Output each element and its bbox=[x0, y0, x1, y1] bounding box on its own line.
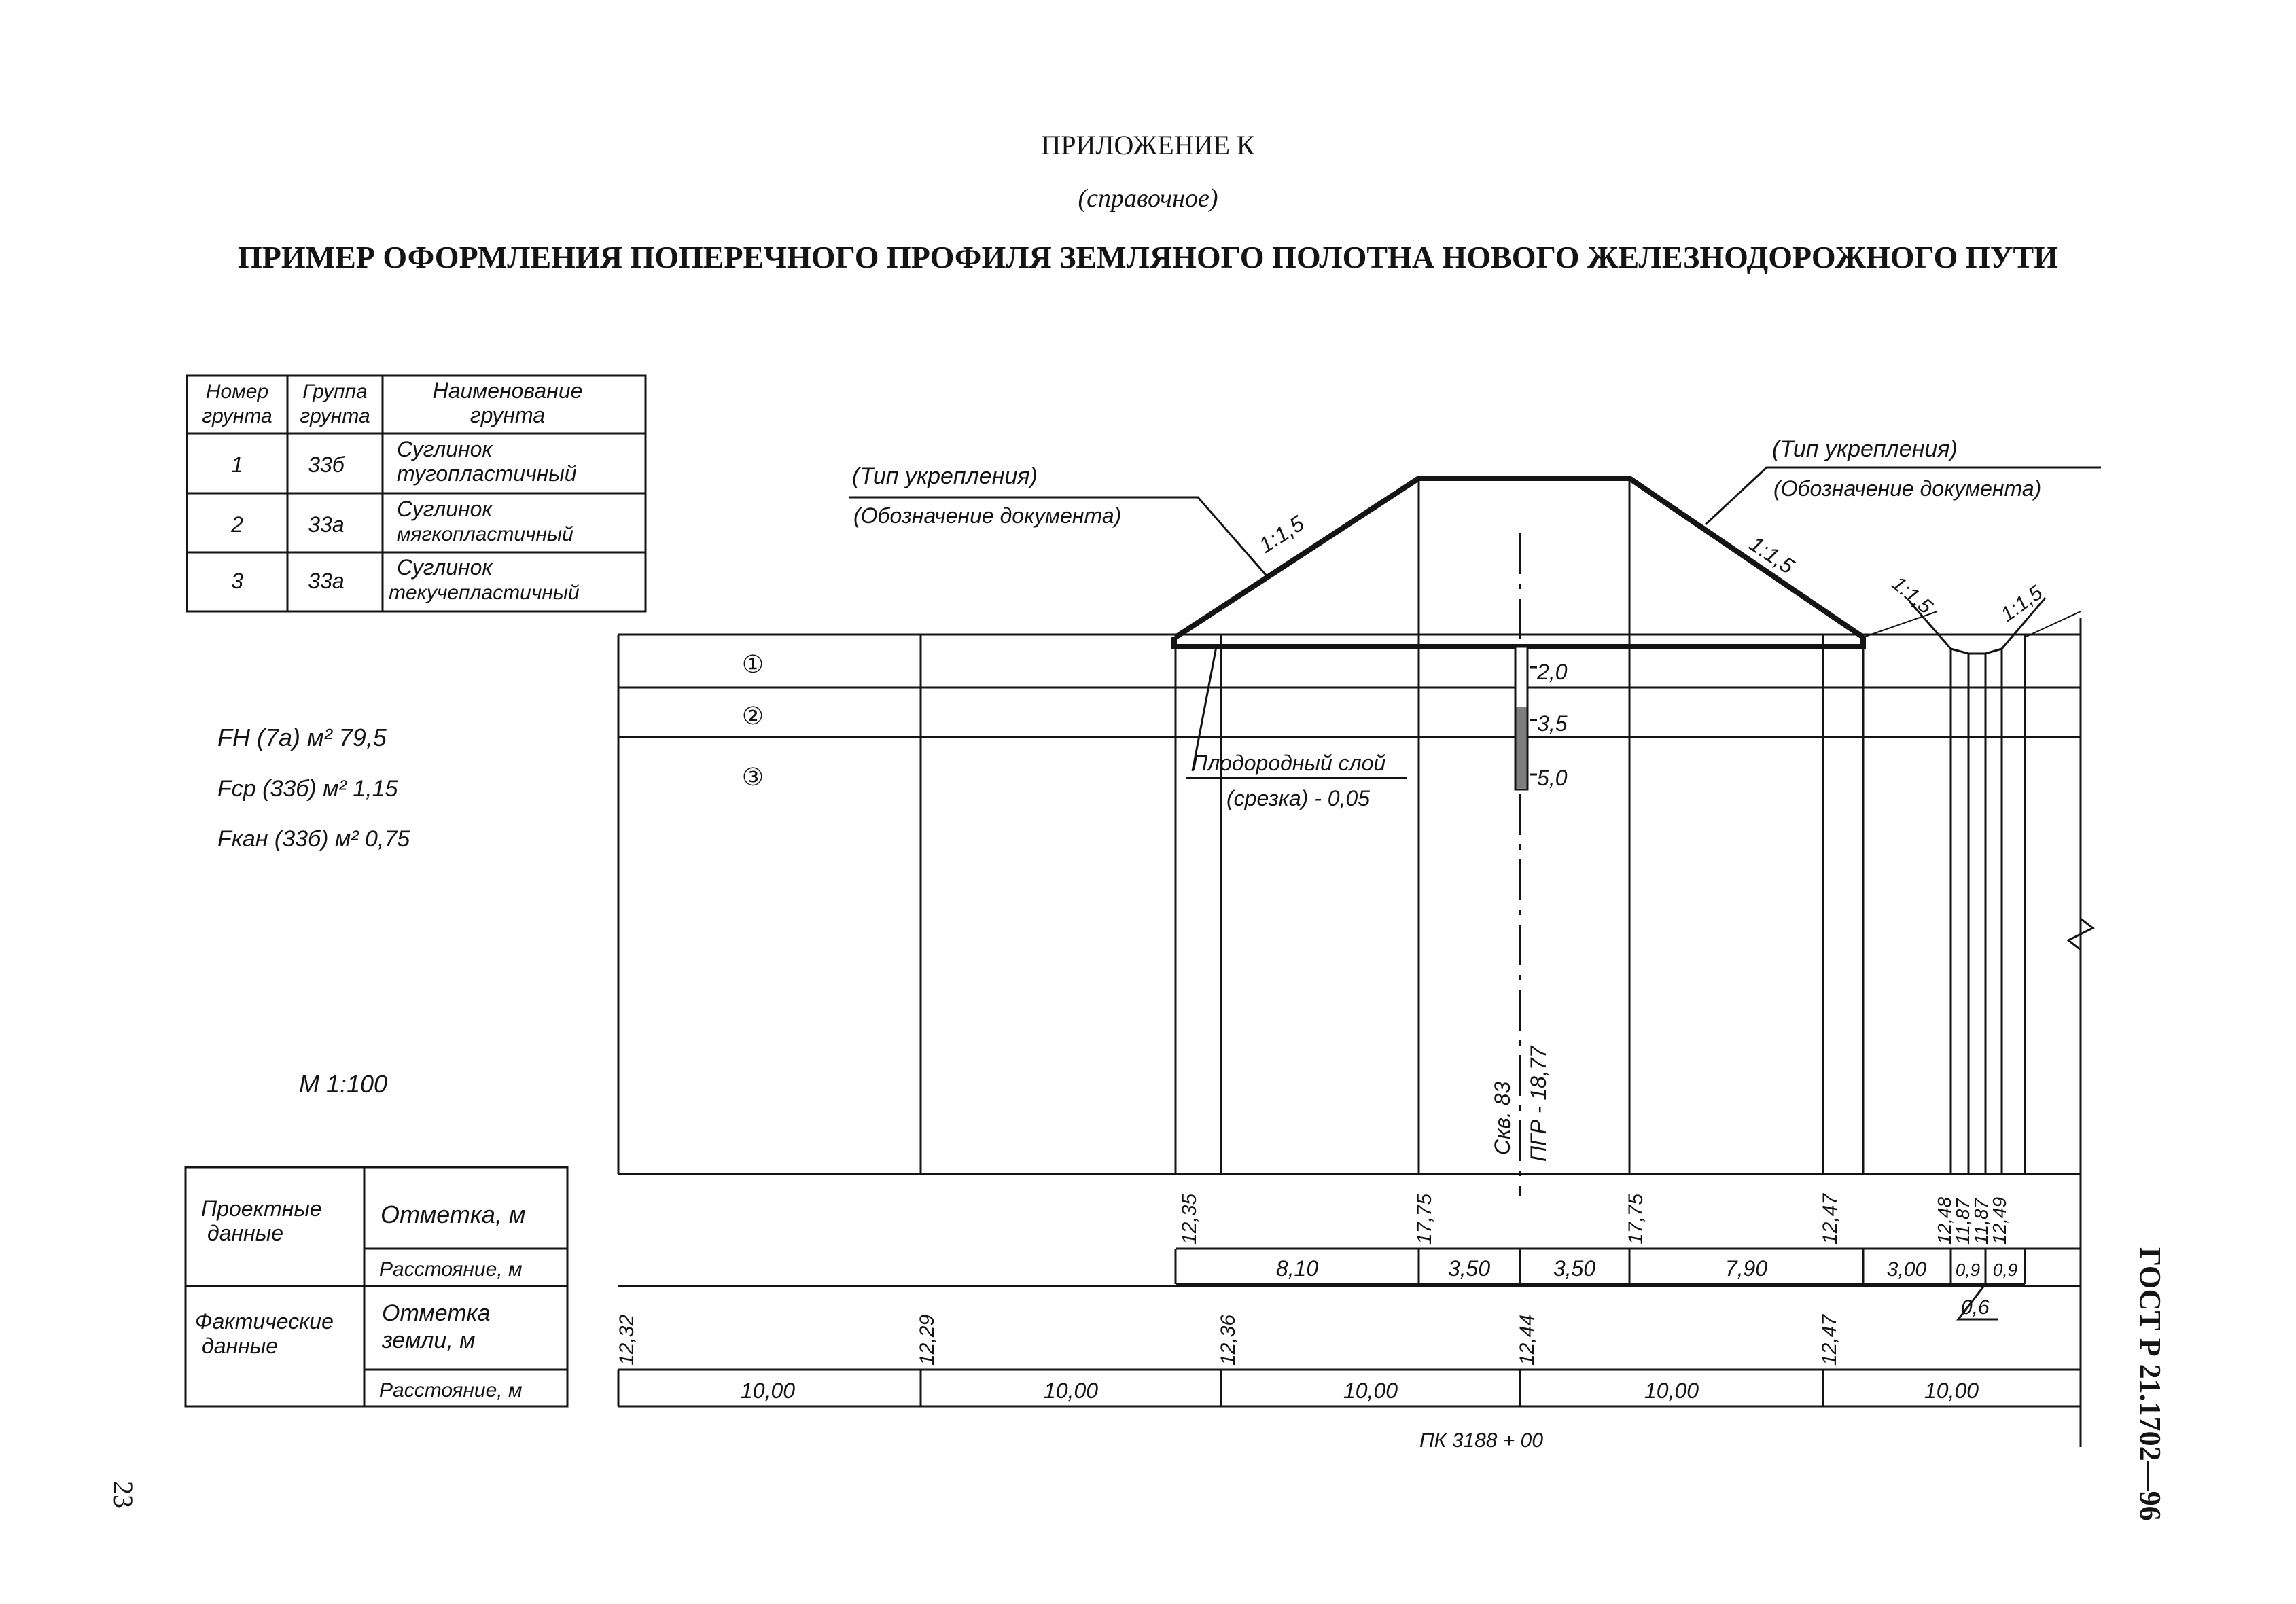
soil-row-group: 33б bbox=[308, 452, 345, 477]
design-mark: 17,75 bbox=[1413, 1194, 1436, 1245]
design-mark: 17,75 bbox=[1625, 1194, 1647, 1245]
design-distance: 0,9 bbox=[1956, 1260, 1980, 1280]
soil-row-name: Суглинок bbox=[397, 497, 493, 521]
soil-layer-marker: ① bbox=[742, 651, 764, 678]
ground-mark: 12,36 bbox=[1217, 1315, 1239, 1366]
design-distance: 3,50 bbox=[1553, 1256, 1595, 1281]
actual-data-label: Фактические bbox=[195, 1309, 334, 1334]
ditch-width-leader bbox=[1956, 1283, 1998, 1321]
soil-layer-marker: ③ bbox=[742, 764, 764, 791]
area-fertile-cut: Fср (33б) м² 1,15 bbox=[217, 776, 398, 802]
appendix-reference: (справочное) bbox=[1078, 184, 1218, 213]
design-mark: 11,87 bbox=[1952, 1198, 1973, 1245]
design-distance: 8,10 bbox=[1276, 1256, 1318, 1281]
fertile-layer-label: Плодородный слой bbox=[1192, 751, 1385, 775]
design-mark: 12,35 bbox=[1178, 1194, 1201, 1245]
actual-distance: 10,00 bbox=[1044, 1378, 1098, 1403]
break-mark bbox=[2066, 917, 2095, 951]
soil-row-name: Суглинок bbox=[397, 437, 493, 461]
soil-row-number: 2 bbox=[230, 512, 243, 537]
soil-row-group: 33а bbox=[308, 569, 344, 593]
soil-row-number: 1 bbox=[231, 452, 243, 477]
soil-row-group: 33а bbox=[308, 512, 344, 537]
design-distance-label: Расстояние, м bbox=[379, 1258, 523, 1281]
ground-mark: 12,29 bbox=[916, 1315, 938, 1366]
borehole-label: Скв. 83 bbox=[1490, 1082, 1515, 1156]
ground-mark: 12,47 bbox=[1818, 1314, 1841, 1366]
design-mark: 12,49 bbox=[1989, 1197, 2010, 1245]
soil-table: Номер грунта Группа грунта Наименование … bbox=[186, 374, 647, 613]
ground-mark: 12,44 bbox=[1516, 1315, 1538, 1366]
layer-depth: 2,0 bbox=[1536, 660, 1568, 684]
design-data-label: Проектные bbox=[201, 1196, 322, 1221]
design-mark: 12,48 bbox=[1934, 1197, 1955, 1245]
soil-layer-marker: ② bbox=[742, 702, 764, 730]
ditch-slope-ratio: 1:1,5 bbox=[1888, 572, 1937, 618]
design-data-label: данные bbox=[207, 1221, 283, 1245]
borehole: 2,0 3,5 5,0 Скв. 83 ПГР - 18,77 bbox=[1490, 645, 1568, 1162]
embankment-outline bbox=[1173, 476, 1865, 640]
header-group: грунта bbox=[300, 405, 370, 427]
design-distance: 3,00 bbox=[1887, 1258, 1927, 1281]
embankment bbox=[1171, 476, 2081, 655]
drawing-scale: М 1:100 bbox=[299, 1070, 387, 1098]
actual-data-label: данные bbox=[202, 1334, 278, 1358]
design-distance: 0,9 bbox=[1993, 1260, 2017, 1280]
ditch-slope-ratio: 1:1,5 bbox=[1997, 582, 2047, 626]
ground-mark-label: земли, м bbox=[381, 1327, 476, 1353]
slope-protection-doc: (Обозначение документа) bbox=[853, 503, 1121, 528]
header-number: грунта bbox=[202, 405, 272, 427]
slope-protection-type: (Тип укрепления) bbox=[1772, 436, 1958, 462]
soil-row-name: текучепластичный bbox=[389, 582, 580, 604]
ditch-slope-guide bbox=[1862, 611, 2081, 638]
picket-label: ПК 3188 + 00 bbox=[1419, 1429, 1543, 1452]
actual-distance-label: Расстояние, м bbox=[379, 1379, 523, 1402]
slope-protection-doc: (Обозначение документа) bbox=[1773, 476, 2041, 501]
soil-row-name: тугопластичный bbox=[397, 461, 577, 486]
header-group: Группа bbox=[302, 380, 367, 403]
ditch-slopes bbox=[1908, 597, 2047, 649]
groundwater-level: ПГР - 18,77 bbox=[1526, 1045, 1551, 1162]
ground-mark-label: Отметка bbox=[382, 1300, 491, 1326]
header-number: Номер bbox=[206, 380, 268, 403]
layer-depth: 5,0 bbox=[1537, 766, 1568, 790]
gost-designation: ГОСТ Р 21.1702—96 bbox=[2134, 1247, 2167, 1521]
fertile-layer-cut-label: (срезка) - 0,05 bbox=[1226, 786, 1370, 810]
area-embankment: FН (7а) м² 79,5 bbox=[217, 724, 387, 751]
design-mark: 12,47 bbox=[1819, 1193, 1841, 1245]
actual-distance: 10,00 bbox=[1644, 1378, 1699, 1403]
soil-row-name: Суглинок bbox=[397, 555, 493, 580]
slope-ratio: 1:1,5 bbox=[1745, 531, 1799, 579]
header-name: Наименование bbox=[433, 378, 583, 403]
fertile-layer-leader bbox=[1186, 646, 1407, 779]
actual-distance: 10,00 bbox=[1343, 1378, 1398, 1403]
design-mark: 11,87 bbox=[1971, 1198, 1992, 1245]
area-ditch: Fкан (33б) м² 0,75 bbox=[217, 826, 410, 852]
actual-distance: 10,00 bbox=[741, 1378, 795, 1403]
slope-protection-type: (Тип укрепления) bbox=[852, 463, 1038, 489]
slope-ratio: 1:1,5 bbox=[1254, 511, 1308, 558]
ground-mark: 12,32 bbox=[616, 1315, 638, 1366]
soil-row-name: мягкопластичный bbox=[397, 523, 573, 546]
appendix-heading: ПРИЛОЖЕНИЕ К bbox=[1041, 130, 1255, 160]
page-number: 23 bbox=[108, 1481, 139, 1508]
ditch-bottom bbox=[1950, 647, 2002, 655]
ditch-width: 0,6 bbox=[1961, 1296, 1990, 1319]
design-distance: 3,50 bbox=[1448, 1256, 1490, 1281]
soil-row-number: 3 bbox=[231, 569, 243, 593]
design-mark-label: Отметка, м bbox=[381, 1200, 526, 1228]
document-title: ПРИМЕР ОФОРМЛЕНИЯ ПОПЕРЕЧНОГО ПРОФИЛЯ ЗЕ… bbox=[238, 240, 2058, 274]
design-distance: 7,90 bbox=[1725, 1256, 1767, 1281]
fertile-layer-cut bbox=[1171, 637, 1866, 649]
slope-callout-leader bbox=[849, 496, 1271, 580]
header-name: грунта bbox=[470, 403, 545, 427]
borehole-hatch bbox=[1515, 707, 1527, 788]
actual-distance: 10,00 bbox=[1924, 1378, 1979, 1403]
data-table: Проектные данные Отметка, м Расстояние, … bbox=[184, 1166, 2081, 1452]
slope-callout-leader bbox=[1704, 466, 2101, 526]
profile-grid bbox=[617, 478, 2095, 1447]
layer-depth: 3,5 bbox=[1537, 711, 1568, 736]
